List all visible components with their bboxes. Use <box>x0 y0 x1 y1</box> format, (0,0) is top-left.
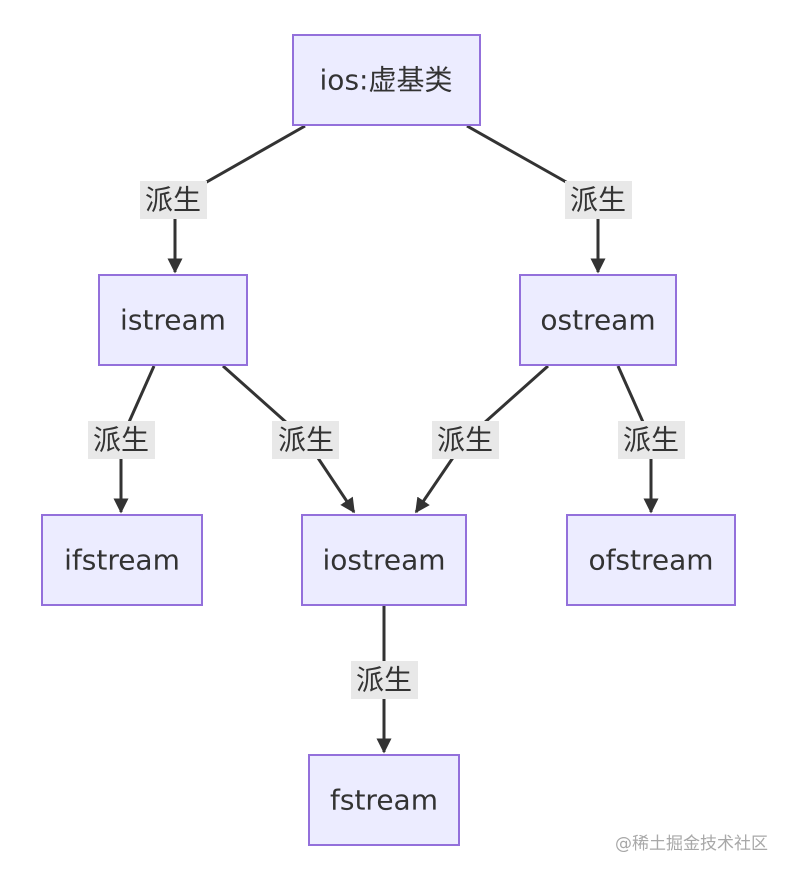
edge-label-text: 派生 <box>145 184 201 217</box>
node-ofstream: ofstream <box>566 514 736 606</box>
node-ofstream-label: ofstream <box>588 544 713 577</box>
node-ostream-label: ostream <box>540 304 655 337</box>
node-ostream: ostream <box>519 274 677 366</box>
edge-label-istream-iostream: 派生 <box>272 421 339 459</box>
node-istream-label: istream <box>120 304 226 337</box>
edge-label-ios-ostream: 派生 <box>565 181 632 219</box>
edge-label-ios-istream: 派生 <box>140 181 207 219</box>
node-ios: ios:虚基类 <box>292 34 481 126</box>
edge-label-iostream-fstream: 派生 <box>351 661 418 699</box>
node-fstream: fstream <box>308 754 460 846</box>
watermark: @稀土掘金技术社区 <box>615 834 768 854</box>
node-fstream-label: fstream <box>330 784 438 817</box>
node-iostream: iostream <box>301 514 467 606</box>
node-istream: istream <box>98 274 248 366</box>
edge-label-text: 派生 <box>356 664 412 697</box>
node-ios-label: ios:虚基类 <box>320 64 453 97</box>
edge-label-ostream-iostream: 派生 <box>432 421 499 459</box>
edge-label-text: 派生 <box>437 424 493 457</box>
node-iostream-label: iostream <box>322 544 445 577</box>
node-ifstream-label: ifstream <box>64 544 180 577</box>
edge-label-text: 派生 <box>570 184 626 217</box>
edge-label-text: 派生 <box>278 424 334 457</box>
edge-label-istream-ifstream: 派生 <box>88 421 155 459</box>
node-ifstream: ifstream <box>41 514 203 606</box>
edge-label-text: 派生 <box>623 424 679 457</box>
edge-label-ostream-ofstream: 派生 <box>618 421 685 459</box>
edge-label-text: 派生 <box>93 424 149 457</box>
